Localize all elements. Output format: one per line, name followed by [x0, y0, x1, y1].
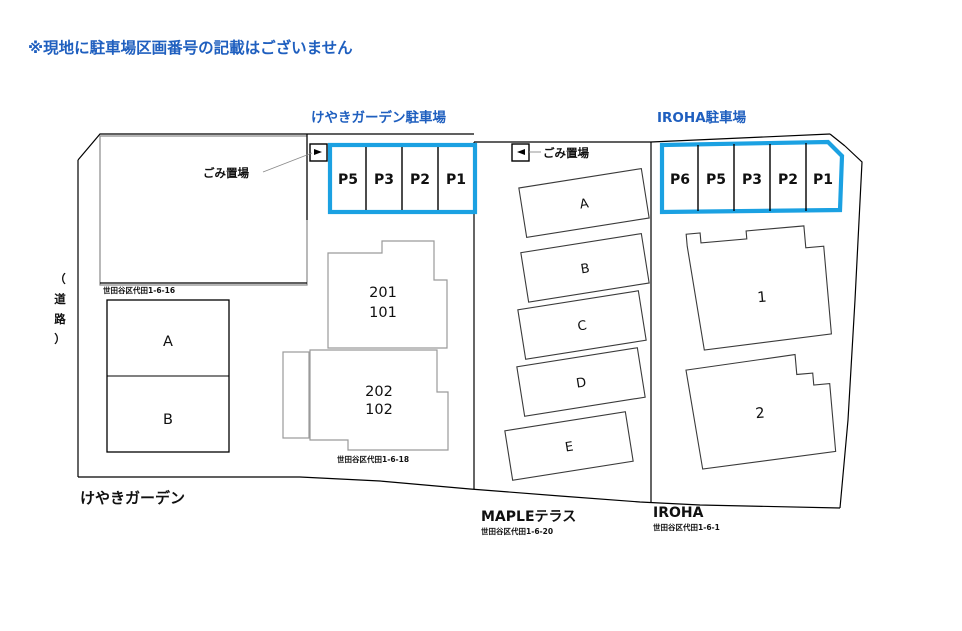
- parking-stall-keyaki-4[interactable]: P1: [446, 172, 466, 188]
- unit-label-maple-a: A: [579, 196, 590, 212]
- parking-stall-iroha-2[interactable]: P5: [706, 172, 726, 188]
- road-label-char-1: 道: [54, 292, 66, 306]
- unit-label-202: 202: [365, 384, 393, 400]
- page-note: ※現地に駐車場区画番号の記載はございません: [28, 38, 353, 57]
- building-keyaki-ab: A B: [106, 299, 230, 453]
- iroha-unit-1-outline: [685, 225, 832, 351]
- iroha-unit-2-group: 2: [685, 353, 837, 470]
- parking-stall-iroha-1[interactable]: P6: [670, 172, 690, 188]
- maple-unit-e-outline: [504, 411, 634, 481]
- trash-callout-keyaki: ごみ置場: [203, 143, 328, 180]
- building-keyaki-annex: [282, 351, 310, 439]
- boundary-iroha-top: [650, 133, 831, 143]
- parking-stall-iroha-3[interactable]: P3: [742, 172, 762, 188]
- parking-keyaki-outline: [327, 142, 478, 215]
- maple-unit-d-group: D: [516, 347, 646, 417]
- building-iroha: 1 2: [685, 225, 837, 470]
- unit-label-keyaki-b: B: [163, 412, 173, 428]
- unit-label-101: 101: [369, 305, 397, 321]
- address-keyaki-units: 世田谷区代田1-6-18: [337, 454, 409, 464]
- parking-title-keyaki: けやきガーデン駐車場: [311, 109, 446, 126]
- property-address-maple: 世田谷区代田1-6-20: [481, 526, 553, 536]
- trash-arrow-icon-maple: [517, 149, 525, 155]
- property-address-iroha: 世田谷区代田1-6-1: [653, 522, 720, 532]
- iroha-unit-1-group: 1: [685, 225, 832, 351]
- trash-leader-keyaki: [262, 152, 313, 173]
- parking-stall-iroha-4[interactable]: P2: [778, 172, 798, 188]
- property-name-keyaki: けやきガーデン: [80, 489, 185, 507]
- parking-title-iroha: IROHA駐車場: [657, 109, 747, 126]
- unit-label-102: 102: [365, 402, 393, 418]
- parking-stall-keyaki-1[interactable]: P5: [338, 172, 358, 188]
- address-keyaki-ab: 世田谷区代田1-6-16: [103, 285, 175, 295]
- iroha-unit-2-outline: [685, 353, 837, 470]
- keyaki-yard-outline: [99, 135, 308, 286]
- trash-label-maple: ごみ置場: [543, 146, 589, 160]
- trash-arrow-icon-keyaki: [314, 149, 322, 155]
- parking-block-keyaki[interactable]: P5 P3 P2 P1: [327, 142, 478, 215]
- maple-unit-b-group: B: [520, 232, 650, 303]
- boundary-right: [839, 145, 863, 509]
- unit-label-maple-c: C: [577, 318, 588, 334]
- building-maple: A B C D E: [504, 167, 650, 481]
- boundary-bottom: [78, 476, 841, 509]
- unit-label-201: 201: [369, 285, 397, 301]
- unit-label-maple-d: D: [575, 375, 587, 391]
- building-keyaki-upper-outline: [327, 240, 448, 349]
- maple-unit-c-group: C: [517, 290, 647, 360]
- unit-label-iroha-1: 1: [757, 289, 768, 306]
- unit-label-maple-e: E: [564, 439, 574, 455]
- unit-label-keyaki-a: A: [163, 334, 173, 350]
- building-keyaki-units: 201 101 202 102: [282, 240, 449, 451]
- building-keyaki-lower-outline: [309, 349, 449, 451]
- maple-unit-b-outline: [520, 232, 650, 303]
- trash-label-keyaki: ごみ置場: [203, 166, 249, 180]
- road-label-close-paren: ）: [54, 332, 66, 346]
- boundary-right-chamfer: [829, 133, 846, 147]
- maple-unit-a-outline: [518, 167, 650, 239]
- unit-label-iroha-2: 2: [755, 405, 766, 422]
- maple-unit-a-group: A: [518, 167, 650, 239]
- road-label-char-2: 路: [54, 312, 66, 326]
- parking-stall-keyaki-3[interactable]: P2: [410, 172, 430, 188]
- maple-unit-e-group: E: [504, 411, 634, 481]
- trash-callout-maple: ごみ置場: [511, 143, 589, 162]
- property-name-iroha: IROHA: [653, 505, 704, 521]
- parking-stall-keyaki-2[interactable]: P3: [374, 172, 394, 188]
- maple-unit-c-outline: [517, 290, 647, 360]
- boundary-keyaki-topleft: [77, 133, 310, 161]
- parking-stall-iroha-5[interactable]: P1: [813, 172, 833, 188]
- property-name-maple: MAPLEテラス: [481, 509, 576, 525]
- unit-label-maple-b: B: [580, 261, 591, 277]
- parking-block-iroha[interactable]: P6 P5 P3 P2 P1: [659, 139, 845, 215]
- road-label-open-paren: （: [54, 272, 66, 286]
- parking-iroha-outline: [659, 139, 845, 215]
- maple-unit-d-outline: [516, 347, 646, 417]
- road-label: （ 道 路 ）: [54, 272, 66, 346]
